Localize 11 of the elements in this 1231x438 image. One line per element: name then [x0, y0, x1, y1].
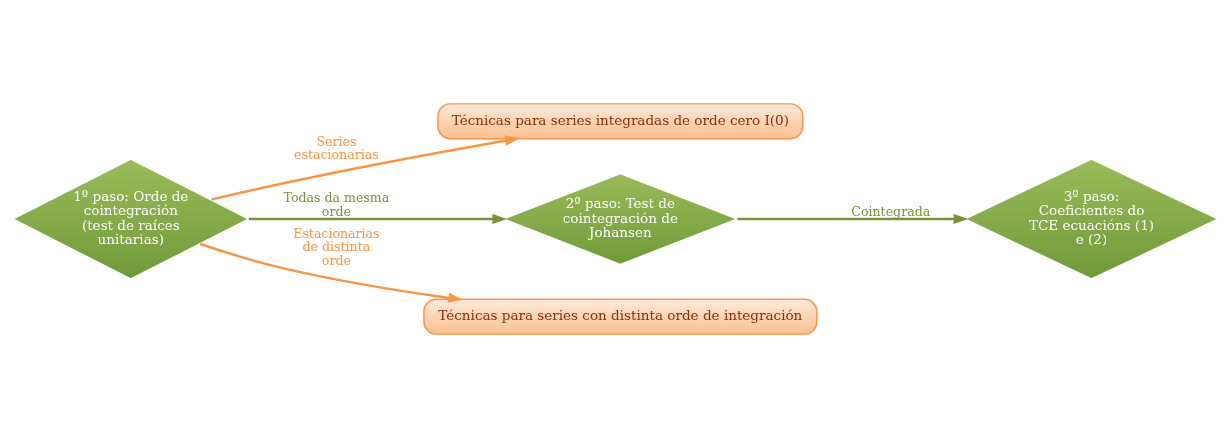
arrow: [248, 213, 507, 225]
edge-label: Estacionarias de distinta orde: [293, 225, 380, 268]
edge-label: Todas da mesma orde: [283, 189, 390, 219]
edge-label: Cointegrada: [851, 203, 931, 219]
edge-label: Series estacionarias: [294, 133, 379, 163]
node-diamond: 1º paso: Orde de cointegración (test de raíces unitarias): [11, 158, 251, 280]
node-box: Técnicas para series con distinta orde de integración: [423, 298, 818, 335]
node-box: Técnicas para series integradas de orde cero I(0): [437, 103, 804, 140]
arrow: [210, 135, 520, 201]
arrow: [737, 213, 969, 225]
arrow: [199, 242, 463, 303]
